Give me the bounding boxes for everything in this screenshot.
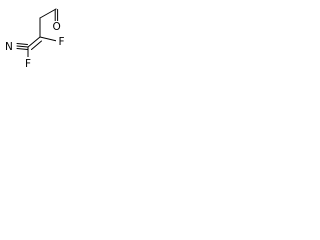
bond-nitrile-1 [16,45,29,48]
bond-nitrile-2 [16,43,28,45]
bond-c2-c3-double-outer [27,36,41,48]
oxygen-mask [50,21,62,33]
oxygen-label: O [53,21,61,33]
bond-c3-fluorine [39,36,58,42]
fluorine-lower-label: F [25,58,31,70]
bond-nitrile-3 [16,48,28,50]
nitrogen-label: N [5,41,13,53]
nitrogen-mask [3,40,16,52]
bond-c2-c3-double-inner [31,40,42,50]
fluorine-upper-mask [56,35,68,47]
bond-methyl-carbonyl [39,8,57,19]
fluorine-upper-label: F [59,36,65,48]
fluorine-lower-mask [23,57,35,69]
chemical-structure-diagram: O N F F [3,8,68,70]
